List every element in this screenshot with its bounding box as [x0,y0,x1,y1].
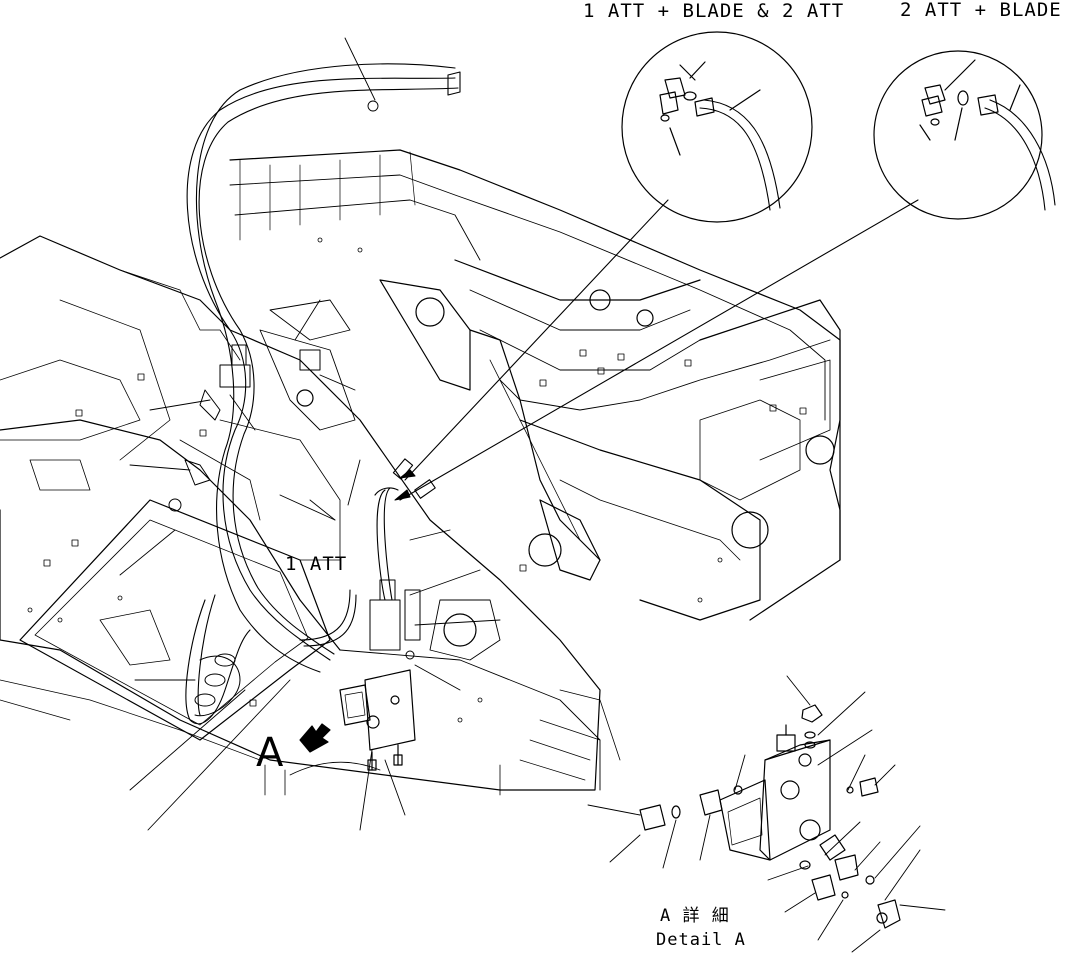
callout-right-title: 2 ATT + BLADE [900,0,1062,21]
callout-left [622,32,812,222]
callout-left-title: 1 ATT + BLADE & 2 ATT [583,0,845,22]
valve-block [340,670,415,770]
view-arrow-icon [300,724,330,752]
view-letter: A [256,730,284,776]
detail-a-exploded-view [588,676,945,952]
arc-mark [290,762,380,775]
variant-label: 1 ATT [285,553,348,575]
detail-title-en: Detail A [656,930,746,950]
hose-bundle [186,64,460,724]
upper-frame [0,150,840,795]
callout-right [874,51,1055,219]
callout-leaders [375,200,918,500]
clamps-and-fittings [169,345,420,716]
leader-lines [120,38,500,830]
detail-title-jp: A 詳 細 [660,906,730,926]
